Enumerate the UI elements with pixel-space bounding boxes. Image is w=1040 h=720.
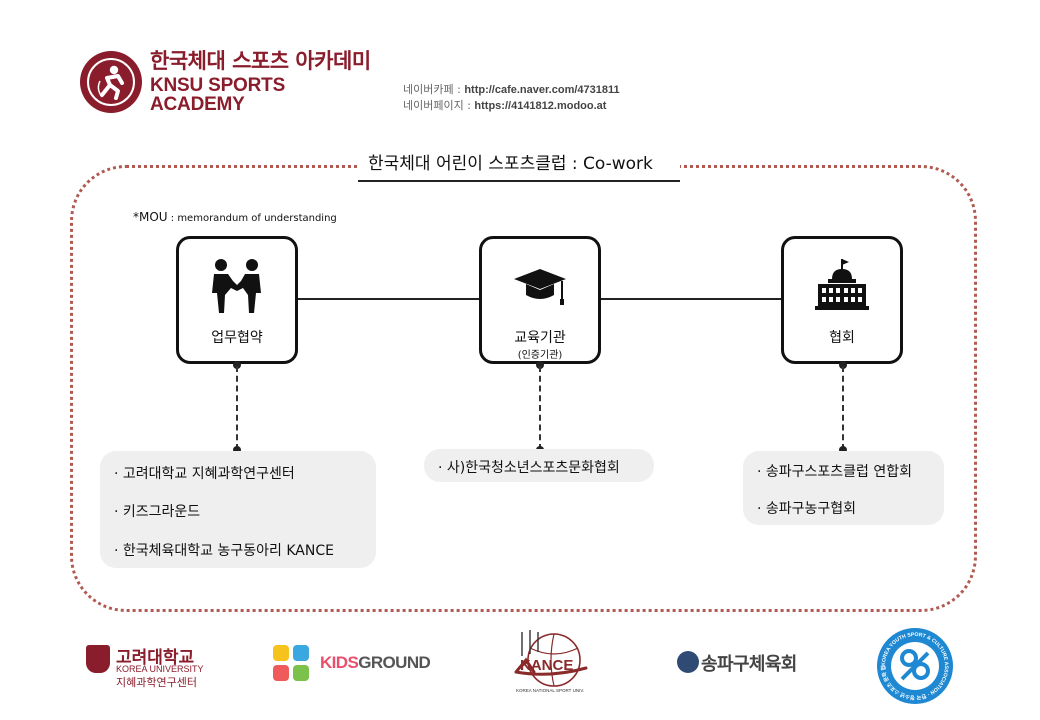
ku-english-name: KOREA UNIVERSITY <box>116 664 204 674</box>
kidsground-wordmark: KIDSGROUND <box>320 653 431 673</box>
list-item: · 키즈그라운드 <box>114 504 201 520</box>
node-education-label: 교육기관 <box>514 330 566 346</box>
connector-line-1 <box>298 298 480 300</box>
list-item: · 사)한국청소년스포츠문화협회 <box>438 460 620 476</box>
mou-definition: : memorandum of understanding <box>167 213 337 224</box>
kance-basketball-icon: KANCE KOREA NATIONAL SPORT UNIV. <box>514 630 588 693</box>
list-item: · 송파구농구협회 <box>757 501 857 517</box>
handshake-people-icon <box>212 259 261 313</box>
node-mou-label: 업무협약 <box>211 330 263 346</box>
drop-dot-bottom-3 <box>839 446 847 454</box>
cafe-link-row: 네이버카페 : http://cafe.naver.com/4731811 <box>403 82 620 98</box>
ku-korean-name: 고려대학교 <box>116 648 195 668</box>
youth-sport-association-seal: KOREA YOUTH SPORT & CULTURE ASSOCIATION … <box>874 621 954 705</box>
page-label: 네이버페이지 : <box>403 99 475 112</box>
node-mou: 업무협약 <box>176 236 298 364</box>
node-association: 협회 <box>781 236 903 364</box>
cafe-label: 네이버카페 : <box>403 83 465 96</box>
node-education: 교육기관 (인증기관) <box>479 236 601 364</box>
government-building-icon <box>815 259 869 310</box>
diagram-title-text: 한국체대 어린이 스포츠클럽 : Co-work <box>368 154 653 174</box>
page-link-row: 네이버페이지 : https://4141812.modoo.at <box>403 98 620 114</box>
list-item: · 고려대학교 지혜과학연구센터 <box>114 466 295 482</box>
logo-english-text: KNSU SPORTS ACADEMY <box>150 74 286 115</box>
drop-dot-top-2 <box>536 361 544 369</box>
list-item: · 한국체육대학교 농구동아리 KANCE <box>114 543 334 559</box>
kance-subtitle: KOREA NATIONAL SPORT UNIV. <box>516 688 584 693</box>
mou-note: *MOU : memorandum of understanding <box>133 210 337 224</box>
header-links: 네이버카페 : http://cafe.naver.com/4731811 네이… <box>403 82 620 114</box>
connector-line-2 <box>601 298 783 300</box>
partner-list-education: · 사)한국청소년스포츠문화협회 <box>424 449 654 482</box>
ku-center-name: 지혜과학연구센터 <box>116 676 197 689</box>
korea-university-crest-icon <box>86 645 110 673</box>
diagram-title: 한국체대 어린이 스포츠클럽 : Co-work <box>358 150 680 182</box>
kance-wordmark: KANCE <box>520 657 573 674</box>
kidsground-ground: GROUND <box>358 653 431 672</box>
academy-logo: 한국체대 스포츠 아카데미 KNSU SPORTS ACADEMY <box>80 50 380 114</box>
kidsground-blocks-icon <box>273 645 311 683</box>
drop-line-1 <box>236 366 238 450</box>
node-education-sub: (인증기관) <box>517 350 563 361</box>
kidsground-kids: KIDS <box>320 653 359 672</box>
partner-list-mou: · 고려대학교 지혜과학연구센터 · 키즈그라운드 · 한국체육대학교 농구동아… <box>100 451 376 568</box>
node-association-label: 협회 <box>829 330 855 346</box>
partner-list-association: · 송파구스포츠클럽 연합회 · 송파구농구협회 <box>743 451 944 525</box>
logo-korean-text: 한국체대 스포츠 아카데미 <box>150 48 371 73</box>
drop-line-3 <box>842 366 844 450</box>
cafe-url[interactable]: http://cafe.naver.com/4731811 <box>464 84 620 96</box>
songpa-name: 송파구체육회 <box>701 654 797 675</box>
list-item: · 송파구스포츠클럽 연합회 <box>757 464 913 480</box>
academy-seal-icon <box>80 51 142 113</box>
drop-dot-top-1 <box>233 361 241 369</box>
drop-dot-bottom-1 <box>233 446 241 454</box>
songpa-emblem-icon <box>677 651 699 673</box>
drop-dot-top-3 <box>839 361 847 369</box>
drop-line-2 <box>539 366 541 450</box>
kance-logo: KANCE KOREA NATIONAL SPORT UNIV. <box>508 626 592 696</box>
mou-star: *MOU <box>133 210 168 224</box>
association-seal-icon: KOREA YOUTH SPORT & CULTURE ASSOCIATION … <box>874 621 953 704</box>
page-url[interactable]: https://4141812.modoo.at <box>474 100 607 112</box>
graduation-cap-icon <box>514 269 566 305</box>
runner-icon <box>97 65 124 100</box>
